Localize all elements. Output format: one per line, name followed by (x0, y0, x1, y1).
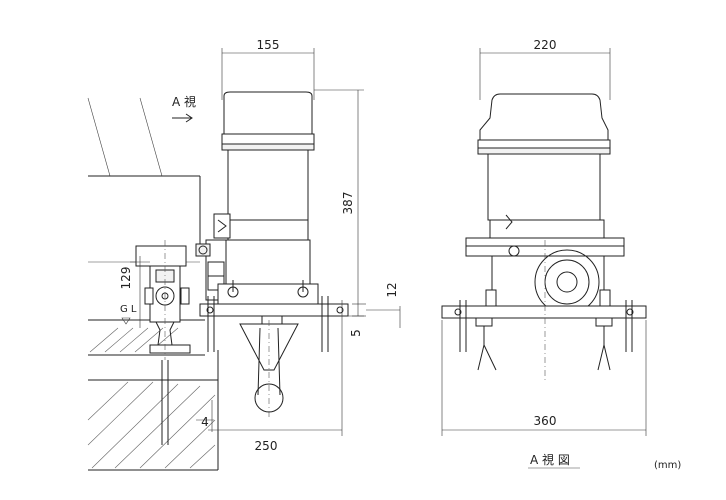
dim-right-width: 220 (534, 38, 557, 52)
pump-left-view (195, 91, 349, 420)
ground-level-label: G L (120, 304, 137, 315)
unit-label: (mm) (654, 460, 681, 471)
dim-offset-5: 5 (349, 329, 363, 337)
dim-left-width: 155 (257, 38, 280, 52)
dim-base-width: 360 (534, 414, 557, 428)
dim-rail-height: 129 (119, 267, 133, 290)
rail-clamp (135, 240, 191, 360)
dimension-lines (121, 48, 647, 469)
view-caption: A 視 図 (530, 452, 570, 467)
dim-base-length: 250 (255, 439, 278, 453)
pump-right-view (441, 93, 647, 380)
view-arrow-label: A 視 (172, 94, 196, 109)
dim-offset-12: 12 (385, 282, 399, 297)
dim-offset-4: 4 (201, 415, 209, 429)
dim-height: 387 (341, 192, 355, 215)
